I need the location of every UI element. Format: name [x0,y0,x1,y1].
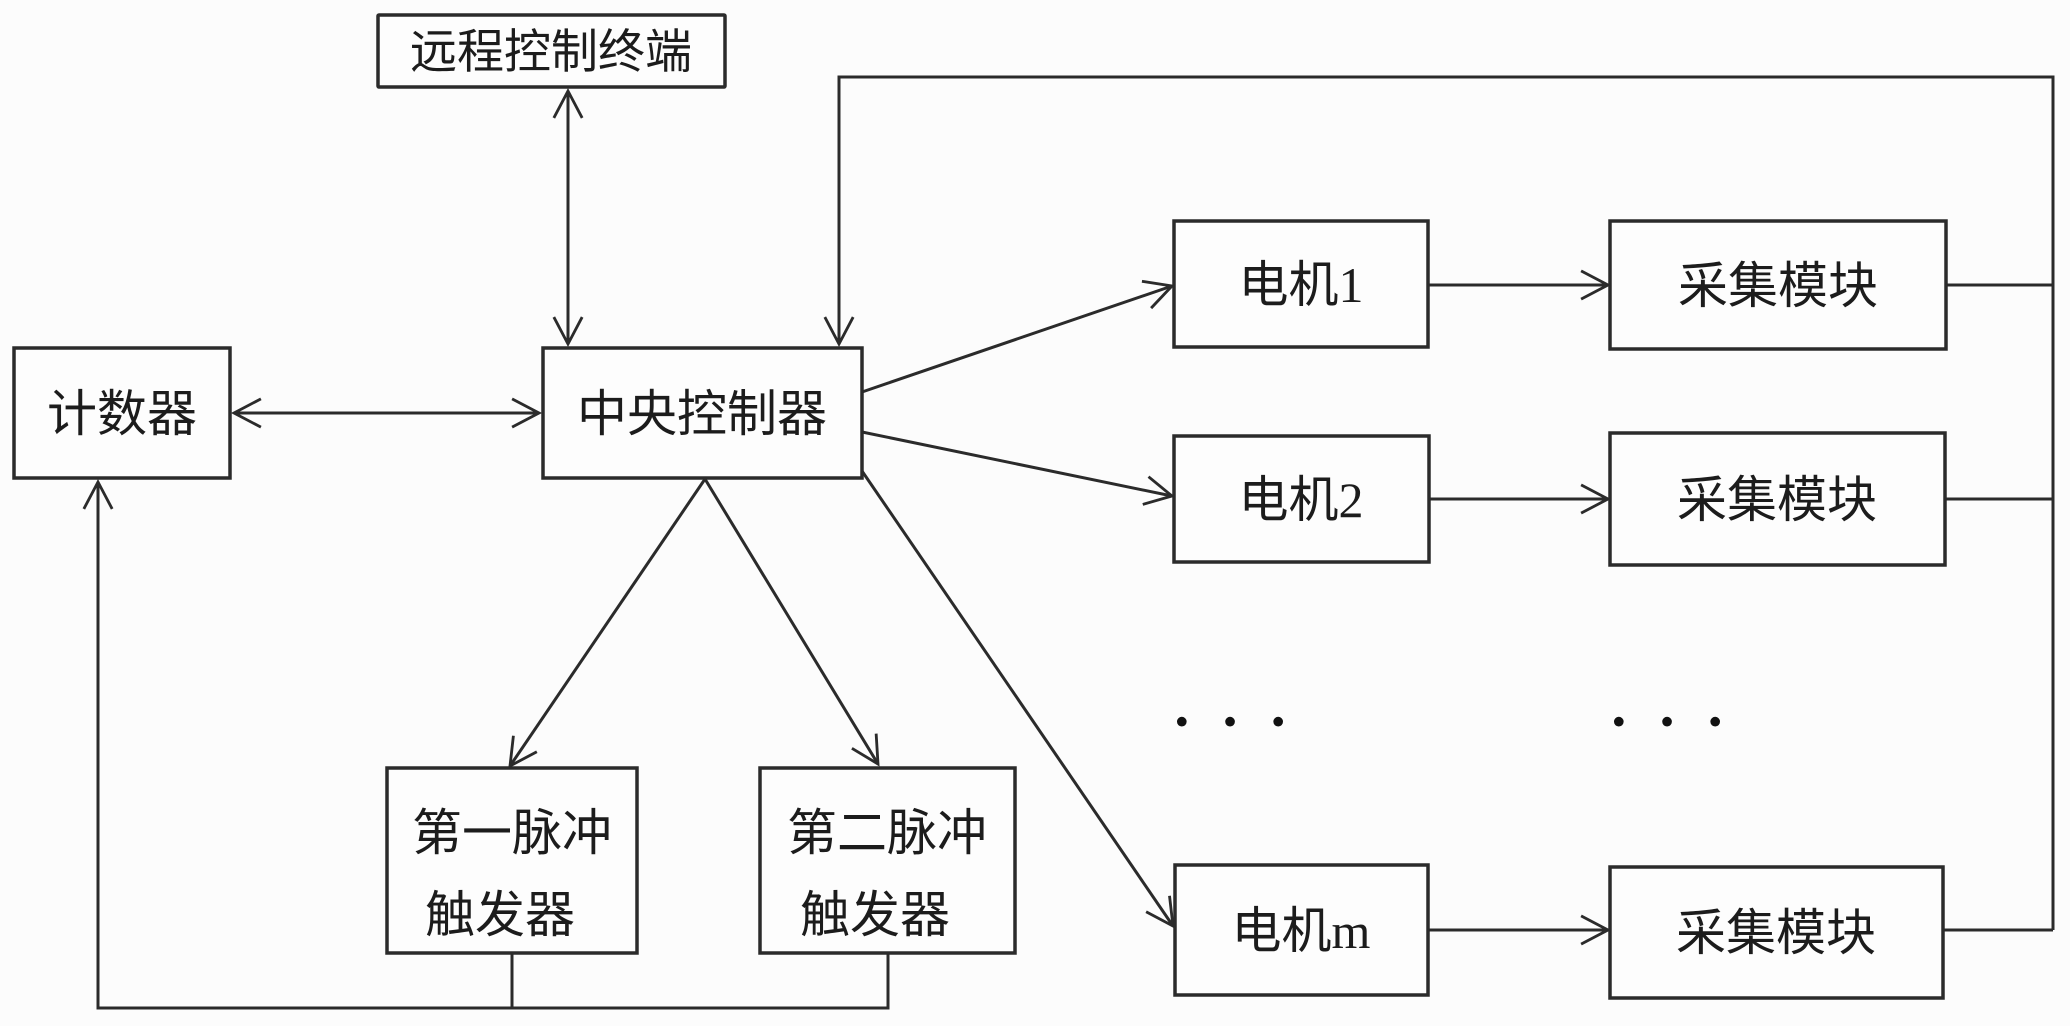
node-acquisition-module-1: 采集模块 [1608,219,1948,351]
central-controller-box [541,346,864,480]
acquisition-module-3-label: 采集模块 [1676,905,1876,961]
nodes-layer: 远程控制终端 计数器 中央控制器 电机1 采集模块 电机2 采集模块 [12,13,1948,1000]
node-central-controller: 中央控制器 [541,346,864,480]
pulse-trigger-1-label-line2: 触发器 [425,887,575,943]
edge-controller-motor2 [861,430,1175,506]
edge-triggers-counter [82,478,890,1010]
remote-terminal-box [376,13,727,89]
motor-1-label: 电机1 [1239,257,1364,313]
node-pulse-trigger-2: 第二脉冲 触发器 [758,766,1017,955]
counter-label: 计数器 [47,386,197,442]
node-counter: 计数器 [12,346,232,480]
acquisition-module-2-label: 采集模块 [1677,472,1877,528]
node-acquisition-module-3: 采集模块 [1608,865,1945,1000]
edge-feedback-bus [823,75,2055,930]
edge-controller-motorm [860,470,1175,929]
acquisition-module-1-box [1608,219,1948,351]
motor-1-box [1172,219,1430,349]
pulse-trigger-2-label-line1: 第二脉冲 [787,805,987,861]
pulse-trigger-2-box [758,766,1017,955]
counter-box [12,346,232,480]
acquisition-module-1-label: 采集模块 [1678,258,1878,314]
pulse-trigger-1-label-line1: 第一脉冲 [412,805,612,861]
central-controller-label: 中央控制器 [577,386,827,442]
remote-terminal-label: 远程控制终端 [410,27,692,79]
edges-layer [82,75,2055,1010]
node-acquisition-module-2: 采集模块 [1608,431,1947,567]
acquisition-module-3-box [1608,865,1945,1000]
node-motor-2: 电机2 [1172,434,1431,564]
edge-controller-trigger2 [703,478,880,767]
ellipsis-module-column: · · · [1610,692,1731,753]
pulse-trigger-2-label-line2: 触发器 [800,887,950,943]
ellipsis-motor-column: · · · [1173,692,1294,753]
motor-2-box [1172,434,1431,564]
node-pulse-trigger-1: 第一脉冲 触发器 [385,766,639,955]
acquisition-module-2-box [1608,431,1947,567]
motor-m-label: 电机m [1232,903,1371,959]
edge-controller-trigger1 [508,478,707,769]
node-motor-m: 电机m [1173,863,1430,997]
node-motor-1: 电机1 [1172,219,1430,349]
node-remote-terminal: 远程控制终端 [376,13,727,89]
motor-2-label: 电机2 [1239,472,1364,528]
edge-controller-motor1 [861,279,1175,394]
pulse-trigger-1-box [385,766,639,955]
motor-m-box [1173,863,1430,997]
